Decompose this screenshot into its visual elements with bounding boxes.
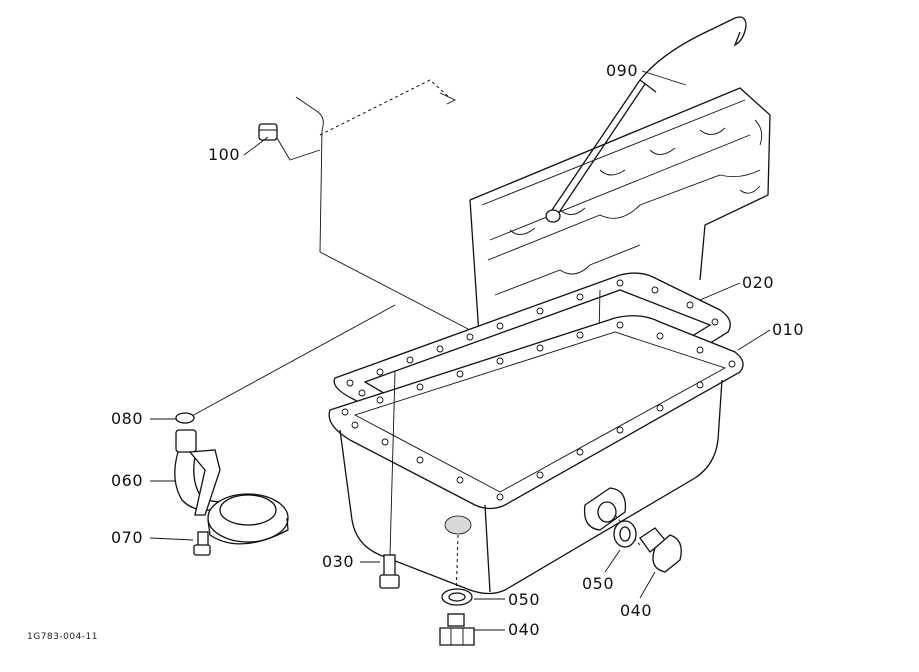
label-080: 080 xyxy=(111,409,144,428)
oil-pan-010 xyxy=(328,315,744,595)
label-050-bottom: 050 xyxy=(508,590,541,609)
engine-block xyxy=(295,79,771,351)
label-040-bottom: 040 xyxy=(508,620,541,639)
label-050-side: 050 xyxy=(582,574,615,593)
drawing-code: 1G783-004-11 xyxy=(27,632,99,642)
label-020: 020 xyxy=(742,273,775,292)
label-010: 010 xyxy=(772,320,805,339)
bolt-030 xyxy=(379,371,400,589)
oil-strainer-060 xyxy=(174,304,396,556)
drain-plug-bottom xyxy=(439,534,475,646)
leader-lines xyxy=(149,70,771,631)
drain-plug-side xyxy=(613,514,682,573)
label-030: 030 xyxy=(322,552,355,571)
label-040-side: 040 xyxy=(620,601,653,620)
dipstick xyxy=(545,16,747,223)
label-060: 060 xyxy=(111,471,144,490)
label-070: 070 xyxy=(111,528,144,547)
plug-100 xyxy=(258,123,321,161)
label-090: 090 xyxy=(606,61,639,80)
label-100: 100 xyxy=(208,145,241,164)
